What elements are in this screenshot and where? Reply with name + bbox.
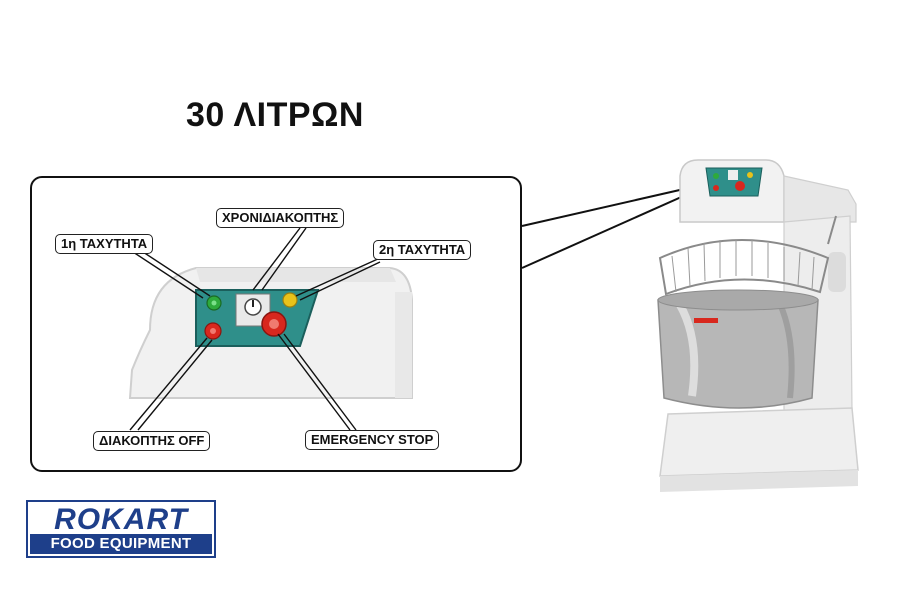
page-title: 30 ΛΙΤΡΩΝ bbox=[186, 96, 364, 134]
callout-speed2: 2η ΤΑΧΥΤΗΤΑ bbox=[373, 240, 472, 260]
control-panel-callout-box bbox=[30, 176, 522, 472]
callout-off-switch: ΔΙΑΚΟΠΤΗΣ OFF bbox=[93, 431, 211, 451]
callout-emergency-stop: EMERGENCY STOP bbox=[305, 430, 440, 450]
dough-mixer-illustration bbox=[657, 159, 859, 492]
zoomed-control-panel bbox=[195, 289, 320, 347]
callout-speed1: 1η ΤΑΧΥΤΗΤΑ bbox=[55, 234, 154, 254]
callout-leaders bbox=[129, 227, 381, 431]
connector-line-bottom bbox=[521, 185, 707, 269]
logo-brand: ROKART bbox=[54, 503, 188, 536]
callout-timer: ΧΡΟΝΙΔΙΑΚΟΠΤΗΣ bbox=[216, 208, 345, 228]
rokart-logo: ROKART FOOD EQUIPMENT bbox=[26, 500, 216, 558]
connector-line-top bbox=[521, 183, 707, 227]
logo-tagline: FOOD EQUIPMENT bbox=[30, 534, 212, 554]
speed2-button-icon bbox=[282, 292, 298, 308]
